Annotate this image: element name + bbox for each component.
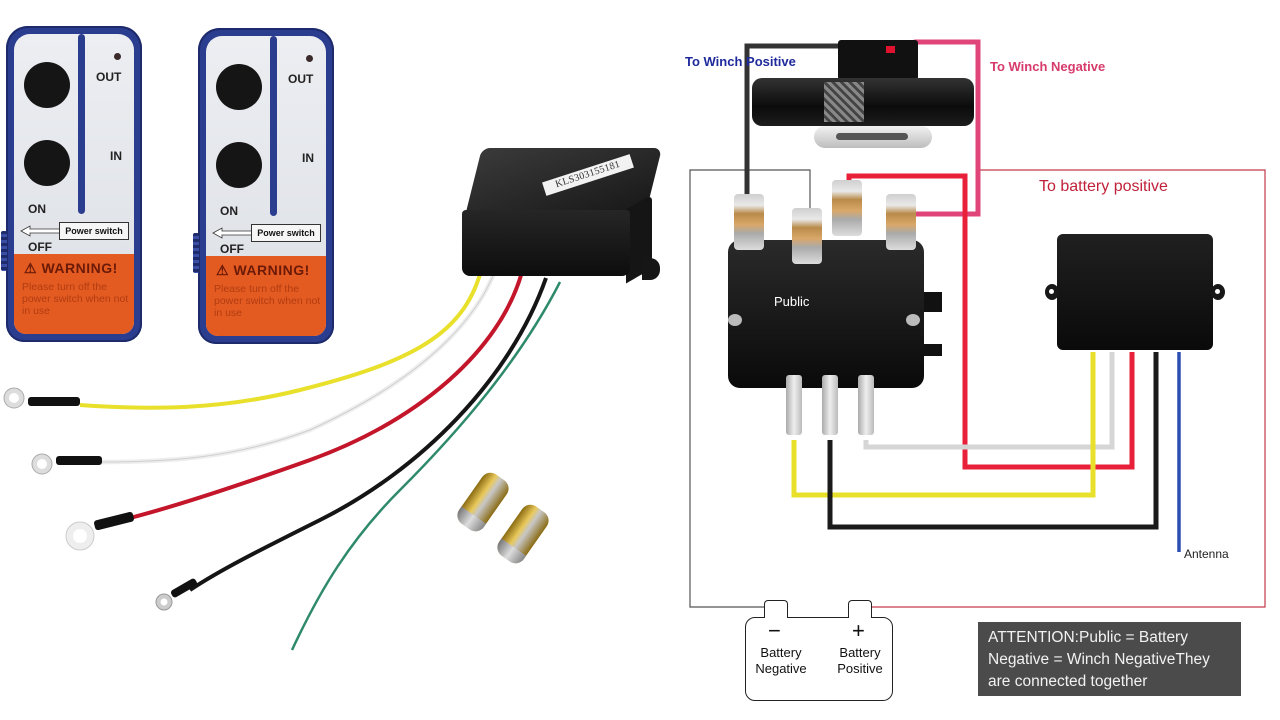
remote-control-1: OUT IN ON OFF Power switch ⚠ WARNING! Pl…: [1, 26, 142, 342]
battery-symbol: − + Battery Negative Battery Positive: [745, 600, 893, 701]
terminal-post-battery-positive: [832, 180, 862, 236]
remote-groove: [270, 36, 277, 216]
battery-positive-label: Battery Positive: [837, 645, 883, 676]
solenoid-body: [728, 240, 924, 388]
screw-icon: [728, 314, 742, 326]
in-label: IN: [110, 149, 122, 163]
winch: [752, 30, 982, 160]
remote-side-grip: [1, 231, 7, 271]
to-winch-negative-label: To Winch Negative: [990, 59, 1106, 74]
warning-title: ⚠ WARNING!: [24, 260, 118, 276]
remote-face: OUT IN ON OFF Power switch ⚠ WARNING! Pl…: [206, 36, 326, 336]
mount-ear: [1211, 284, 1225, 300]
public-label: Public: [774, 294, 810, 309]
in-label: IN: [302, 151, 314, 165]
ring-terminal-yellow: [3, 387, 80, 409]
wire-winch-positive: [744, 43, 842, 210]
attention-note: ATTENTION:Public = Battery Negative = Wi…: [978, 622, 1241, 696]
on-label: ON: [220, 204, 238, 218]
warning-panel: ⚠ WARNING! Please turn off the power swi…: [206, 256, 326, 336]
wire-white-outline: [99, 261, 499, 463]
solenoid-relay: [728, 180, 942, 435]
screw-icon: [906, 314, 920, 326]
spade-terminal: [822, 375, 838, 435]
warning-triangle-icon: ⚠: [216, 262, 230, 278]
to-battery-positive-label: To battery positive: [1039, 178, 1168, 195]
led-indicator-icon: [114, 53, 121, 60]
to-winch-positive-label: To Winch Positive: [685, 54, 796, 69]
receiver-control-box: [1045, 234, 1225, 350]
battery-positive-loop: [872, 169, 1266, 608]
out-label: OUT: [288, 72, 314, 86]
winch-rope: [824, 82, 864, 122]
wire-winch-negative: [914, 39, 981, 217]
ring-terminal-white: [31, 453, 102, 475]
warning-title: ⚠ WARNING!: [216, 262, 310, 278]
winch-indicator-icon: [886, 46, 895, 53]
antenna-label: Antenna: [1184, 547, 1229, 561]
warning-panel: ⚠ WARNING! Please turn off the power swi…: [14, 254, 134, 334]
receiver-front: [462, 210, 630, 276]
terminal-post-winch-negative: [886, 194, 916, 250]
ring-terminal-black: [155, 578, 198, 611]
wire-red: [129, 271, 524, 520]
wireless-receiver-box: KLS303155181: [462, 148, 662, 284]
arrow-left-icon: [212, 227, 252, 239]
warning-text: Please turn off the power switch when no…: [22, 281, 129, 317]
remote-control-2: OUT IN ON OFF Power switch ⚠ WARNING! Pl…: [193, 28, 334, 344]
public-ground-loop: [689, 169, 811, 608]
ring-terminal-red: [65, 511, 134, 551]
battery-negative-post: [764, 600, 788, 618]
receiver-mount-tab: [642, 258, 660, 280]
battery-positive-post: [848, 600, 872, 618]
off-label: OFF: [28, 240, 52, 254]
wire-yellow: [791, 352, 1096, 498]
off-label: OFF: [220, 242, 244, 256]
solenoid-flange: [924, 292, 942, 312]
terminal-post-public: [792, 208, 822, 264]
minus-icon: −: [768, 618, 781, 643]
out-button: [24, 62, 70, 108]
terminal-post-winch-positive: [734, 194, 764, 250]
wire-green: [290, 281, 562, 651]
spade-terminal: [786, 375, 802, 435]
arrow-left-icon: [20, 225, 60, 237]
on-label: ON: [28, 202, 46, 216]
remote-groove: [78, 34, 85, 214]
in-button: [216, 142, 262, 188]
out-button: [216, 64, 262, 110]
warning-text: Please turn off the power switch when no…: [214, 283, 321, 319]
wire-black: [827, 352, 1159, 530]
remote-face: OUT IN ON OFF Power switch ⚠ WARNING! Pl…: [14, 34, 134, 334]
battery-negative-label: Battery Negative: [755, 645, 807, 676]
warning-triangle-icon: ⚠: [24, 260, 38, 276]
led-indicator-icon: [306, 55, 313, 62]
mount-ear: [1045, 284, 1059, 300]
power-switch-label: Power switch: [59, 222, 129, 240]
winch-control-box: [838, 40, 918, 80]
out-label: OUT: [96, 70, 122, 84]
wire-black: [188, 277, 548, 592]
receiver-wire-harness: [3, 257, 562, 651]
power-switch-label: Power switch: [251, 224, 321, 242]
wire-red-jumper: [846, 173, 1135, 470]
in-button: [24, 140, 70, 186]
spade-terminal: [858, 375, 874, 435]
solenoid-flange: [924, 344, 942, 356]
plus-icon: +: [852, 618, 865, 643]
remote-side-grip: [193, 233, 199, 273]
winch-fairlead: [814, 126, 932, 148]
wire-white: [863, 352, 1115, 450]
wire-yellow: [79, 257, 486, 410]
